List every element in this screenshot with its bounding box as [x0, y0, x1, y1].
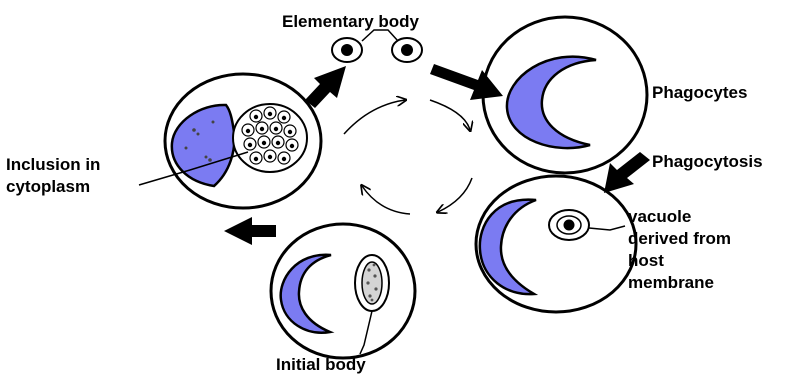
initial-body-cell: [271, 224, 415, 358]
phagocytosis-cell: [476, 176, 636, 312]
arrow-to-elementary: [305, 66, 346, 108]
inclusion-label: Inclusion in cytoplasm: [6, 155, 105, 196]
phagocytes-label: Phagocytes: [652, 83, 747, 102]
cycle-arrow-top: [344, 100, 405, 134]
elementary-body-pointers: [362, 30, 398, 41]
cycle-arrow-right-top: [430, 100, 470, 130]
elementary-body-label: Elementary body: [282, 12, 420, 31]
vacuole-label: vacuole derived from host membrane: [628, 207, 736, 292]
elementary-bodies: [332, 38, 422, 62]
cycle-arrows: [344, 100, 472, 214]
arrow-to-bottom-left: [224, 217, 276, 245]
phagocyte-cell: [483, 17, 647, 173]
cycle-arrow-bottom: [362, 186, 410, 214]
phagocytosis-label: Phagocytosis: [652, 152, 763, 171]
inclusion-cell: [165, 74, 321, 208]
cycle-arrow-right-bottom: [438, 178, 472, 212]
initial-body-label: Initial body: [276, 355, 366, 374]
